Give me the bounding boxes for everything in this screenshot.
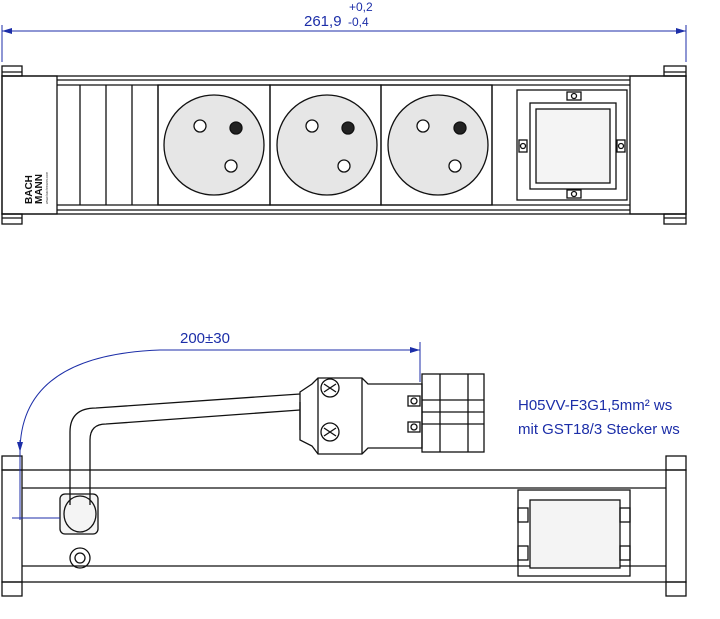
bachmann-logo: BACH MANN www.bachmann.com — [24, 172, 49, 204]
data-module-top — [516, 89, 628, 201]
left-end-cap — [1, 75, 58, 215]
blank-cover-strips — [79, 85, 159, 205]
socket-3 — [380, 84, 493, 206]
cable-gland — [59, 493, 99, 535]
top-view: 261,9 +0,2 -0,4 — [1, 0, 687, 225]
tolerance-upper: +0,2 — [349, 0, 373, 14]
cable-spec-label: H05VV-F3G1,5mm² ws — [518, 397, 672, 414]
power-cable — [69, 393, 301, 505]
socket-2 — [269, 84, 382, 206]
side-view — [1, 342, 687, 597]
left-end-bracket — [1, 65, 23, 225]
right-end-bracket — [663, 65, 687, 225]
side-right-bracket — [665, 455, 687, 597]
tolerance-lower: -0,4 — [348, 15, 369, 29]
brand-line-1: BACH — [24, 175, 35, 204]
overall-length-value: 261,9 — [304, 13, 342, 30]
brand-tagline: www.bachmann.com — [45, 172, 49, 204]
cable-length-value: 200±30 — [180, 330, 230, 347]
connector-spec-label: mit GST18/3 Stecker ws — [518, 421, 680, 438]
side-body-outline — [1, 469, 687, 583]
side-screw — [69, 547, 91, 569]
cable-length-dimension — [12, 342, 421, 520]
side-left-bracket — [1, 455, 23, 597]
brand-line-2: MANN — [34, 174, 45, 204]
socket-1 — [157, 84, 271, 206]
right-end-cap — [629, 75, 687, 215]
overall-length-dimension — [1, 25, 687, 62]
gst18-connector — [299, 373, 485, 455]
data-module-side — [517, 489, 631, 577]
